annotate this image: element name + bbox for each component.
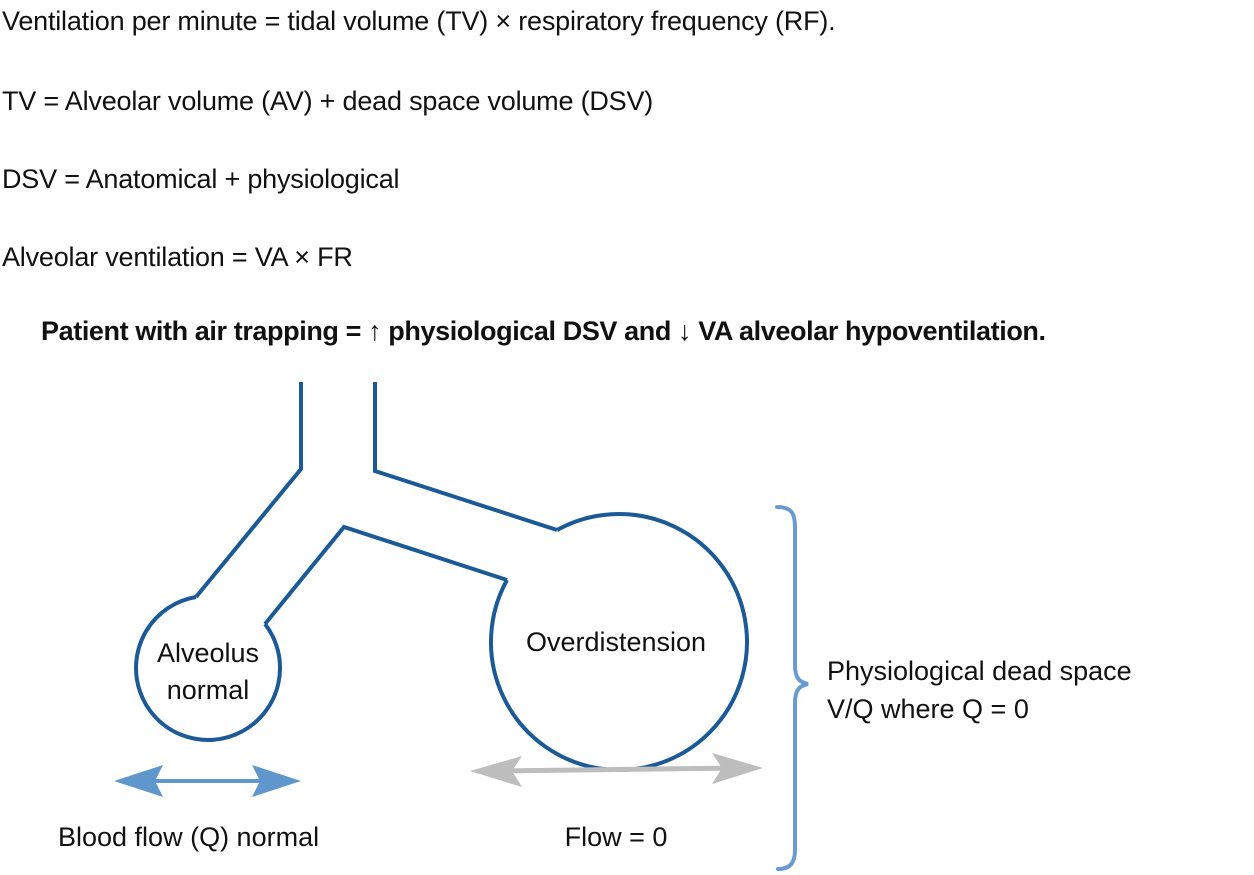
- flow-zero-label: Flow = 0: [565, 822, 668, 852]
- flow-zero-arrow: [470, 753, 763, 787]
- equation-alveolar-ventilation: Alveolar ventilation = VA × FR: [2, 242, 353, 272]
- airway-tree: [134, 382, 749, 772]
- dead-space-brace: [775, 505, 809, 871]
- airway-right-outer-wall: [373, 382, 558, 532]
- alveolus-normal-label-line2: normal: [167, 675, 250, 705]
- equation-minute-ventilation: Ventilation per minute = tidal volume (T…: [2, 6, 836, 36]
- blood-flow-label: Blood flow (Q) normal: [58, 822, 319, 852]
- blood-flow-normal-arrow: [114, 765, 301, 797]
- airway-left-outer-wall: [194, 382, 303, 599]
- equation-tidal-volume: TV = Alveolar volume (AV) + dead space v…: [2, 86, 654, 116]
- alveolus-normal-outline: [134, 595, 282, 742]
- alveolus-normal-label-line1: Alveolus: [157, 638, 259, 668]
- equation-dead-space: DSV = Anatomical + physiological: [2, 164, 400, 194]
- dead-space-label-line1: Physiological dead space: [827, 656, 1132, 686]
- alveolus-overdistended-outline: [488, 511, 749, 772]
- overdistension-label: Overdistension: [526, 627, 706, 657]
- airway-inner-bifurcation-wall: [263, 524, 508, 626]
- air-trapping-summary: Patient with air trapping = ↑ physiologi…: [41, 316, 1046, 346]
- dead-space-label-line2: V/Q where Q = 0: [827, 694, 1029, 724]
